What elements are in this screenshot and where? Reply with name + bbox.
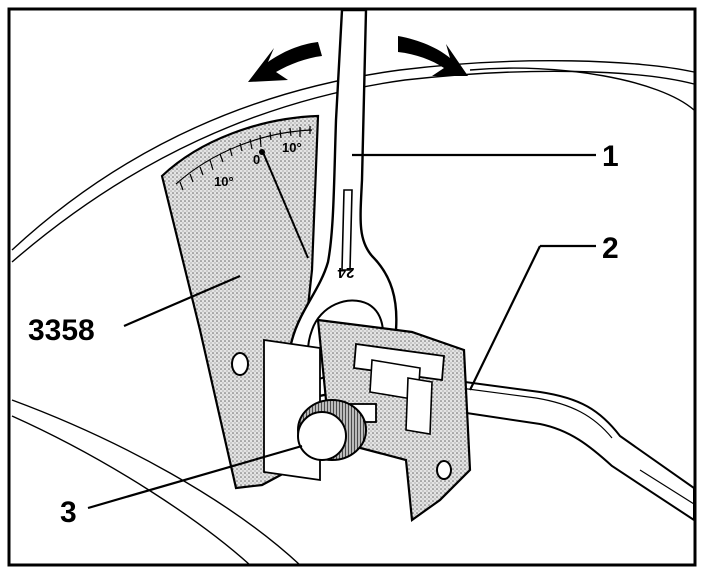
scale-label-zero: 0 [253, 152, 260, 167]
leader-lines [87, 153, 596, 510]
tool-arm [419, 374, 695, 522]
bracket-hole [436, 460, 452, 480]
leader-2 [469, 245, 541, 391]
scale-label-right-10: 10° [282, 140, 302, 155]
knurled-thumb-screw [297, 399, 377, 461]
rotate-left-arrow [248, 42, 322, 82]
degree-scale-ticks [179, 126, 311, 191]
scale-label-left-10: 10° [214, 174, 234, 189]
callout-3358: 3358 [28, 314, 95, 347]
callout-1: 1 [602, 140, 619, 173]
leader-3 [87, 444, 303, 510]
callout-2: 2 [602, 232, 619, 265]
gauge-mounting-hole [231, 352, 249, 376]
gauge-needle [261, 149, 309, 259]
wrench-size-stamp: 24 [337, 264, 354, 281]
callout-3: 3 [60, 496, 77, 529]
rotate-right-arrow [398, 36, 468, 76]
leader-3358 [123, 274, 241, 328]
